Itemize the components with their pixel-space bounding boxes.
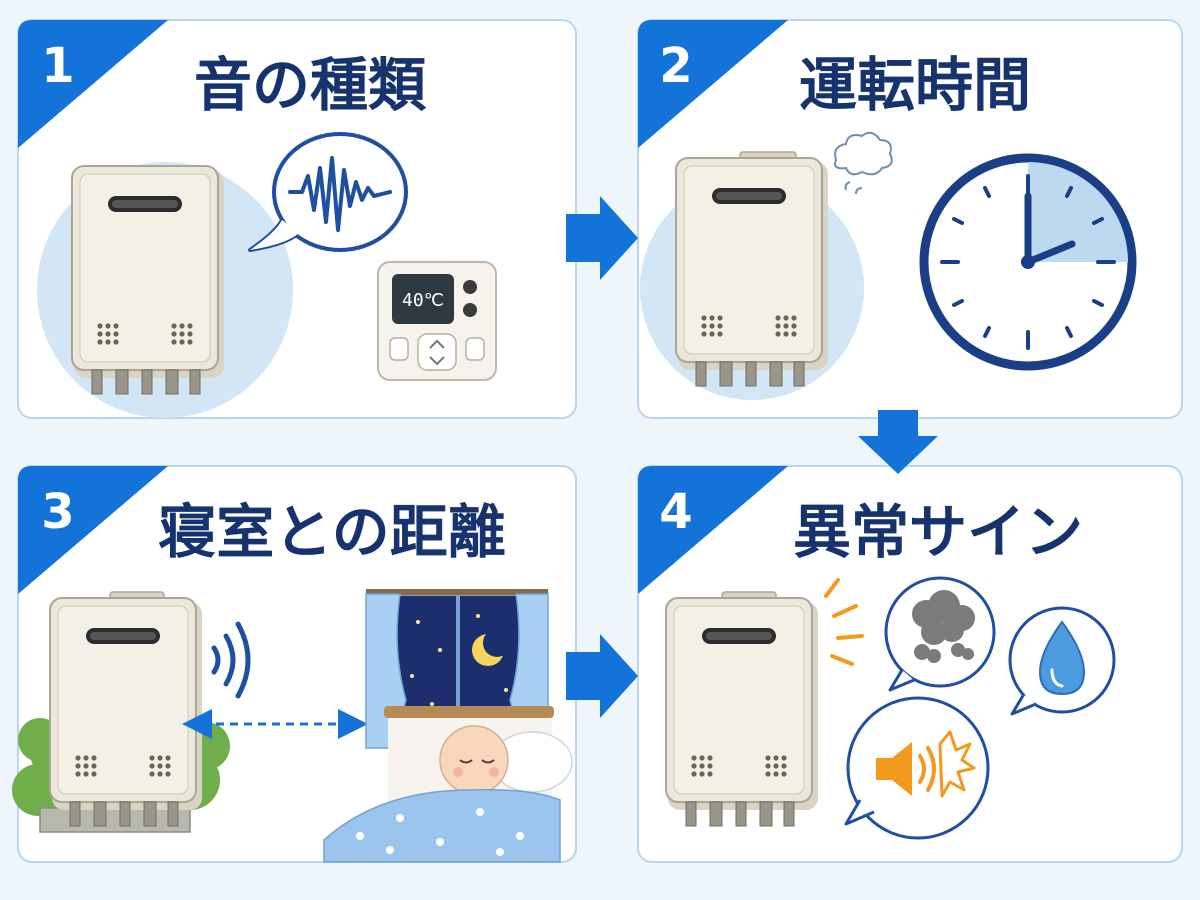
remote-controller: 40℃ [377, 261, 497, 381]
alert-lines-icon [824, 578, 864, 666]
heater-unit-3 [49, 597, 203, 827]
arrow-2-to-4 [858, 410, 938, 474]
wifi-signal-icon [211, 621, 251, 699]
panel-1-title: 音の種類 [194, 51, 427, 119]
sound-wave-icon [248, 132, 408, 252]
heater-unit-1 [71, 165, 225, 395]
panel-1-corner [18, 20, 168, 148]
remote-button-left [389, 337, 409, 361]
panel-2-number: 2 [659, 38, 692, 94]
panel-4: 4 異常サイン [637, 465, 1183, 863]
remote-button-right [465, 337, 485, 361]
smoke-icon [912, 590, 975, 663]
heater-unit-4 [665, 597, 819, 827]
heater-unit-2 [675, 157, 829, 387]
panel-3-title: 寝室との距離 [158, 498, 505, 566]
sleeping-baby-bed [323, 706, 573, 863]
panel-4-corner [638, 466, 788, 594]
panel-3-corner [18, 466, 168, 594]
panel-3-number: 3 [41, 484, 74, 540]
panel-3: 3 寝室との距離 [12, 465, 577, 863]
steam-icon [834, 131, 893, 195]
flow-arrows [566, 196, 938, 718]
water-drop-icon [1038, 620, 1086, 696]
panel-2-corner [638, 20, 788, 148]
remote-button-a [463, 280, 477, 294]
concrete-base [39, 807, 191, 833]
remote-display-text: 40℃ [402, 290, 444, 311]
remote-button-b [463, 303, 477, 317]
panel-1-number: 1 [41, 38, 74, 94]
clock-icon [919, 153, 1137, 371]
panel-2: 2 運転時間 [637, 19, 1183, 419]
speaker-icon [876, 730, 976, 798]
remote-updown-button [417, 333, 457, 371]
water-drop-bubble [1008, 606, 1116, 716]
smoke-bubble [884, 576, 996, 692]
panel-2-title: 運転時間 [799, 51, 1031, 119]
arrow-1-to-2 [566, 196, 638, 280]
moon-icon [472, 629, 511, 666]
stars [410, 614, 508, 706]
panel-4-number: 4 [659, 484, 692, 540]
panel-4-title: 異常サイン [793, 498, 1083, 566]
panel-1: 1 音の種類 40℃ [17, 19, 577, 419]
arrow-3-to-4 [566, 634, 638, 718]
speaker-bubble [844, 696, 990, 840]
